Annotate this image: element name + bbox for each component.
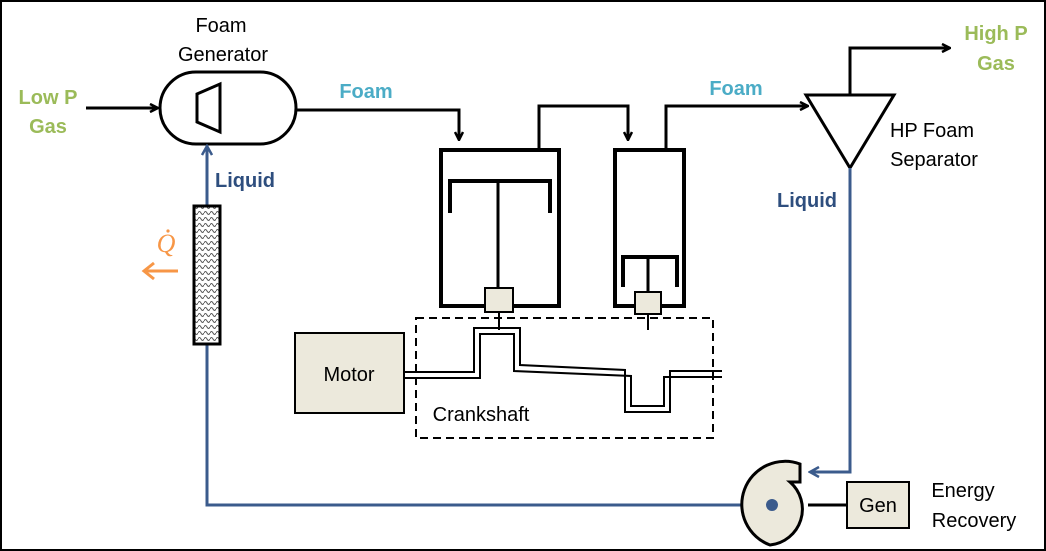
liquid-label-left: Liquid [215,170,275,192]
high-p-gas-label-1: High P [964,23,1027,45]
foam-line-1 [296,108,459,140]
cylinder-2 [613,148,686,330]
cylinder-1 [439,148,561,330]
heat-q-label: Q [157,229,176,258]
energy-recovery-label-1: Energy [931,480,994,502]
hp-separator-label-2: Separator [890,149,978,171]
arrow-left-icon [141,261,178,281]
foam-label-2: Foam [709,78,762,100]
low-p-gas-label-1: Low P [19,87,78,109]
generator-label: Gen [859,495,897,517]
pump-turbine-icon [740,459,804,547]
hp-separator-label-1: HP Foam [890,120,974,142]
foam-line-2 [664,106,808,150]
motor-label: Motor [323,364,374,386]
hp-foam-separator [803,93,897,171]
high-p-gas-line [848,48,950,95]
crankshaft [404,327,722,413]
liquid-line-separator-to-turbine [810,168,852,472]
foam-generator-label-1: Foam [195,15,246,37]
foam-label-1: Foam [339,81,392,103]
liquid-label-right: Liquid [777,190,837,212]
generator-box [846,481,910,529]
heat-exchanger [192,204,222,346]
crankshaft-label: Crankshaft [433,404,530,426]
q-dot-mark [166,229,170,233]
liquid-line-turbine-to-generator [207,146,772,507]
inter-cylinder-line [537,104,628,150]
energy-recovery-label-2: Recovery [932,510,1016,532]
foam-generator-label-2: Generator [178,44,268,66]
foam-generator [158,70,298,146]
motor-box [294,332,405,414]
low-p-gas-label-2: Gas [29,116,67,138]
high-p-gas-label-2: Gas [977,53,1015,75]
